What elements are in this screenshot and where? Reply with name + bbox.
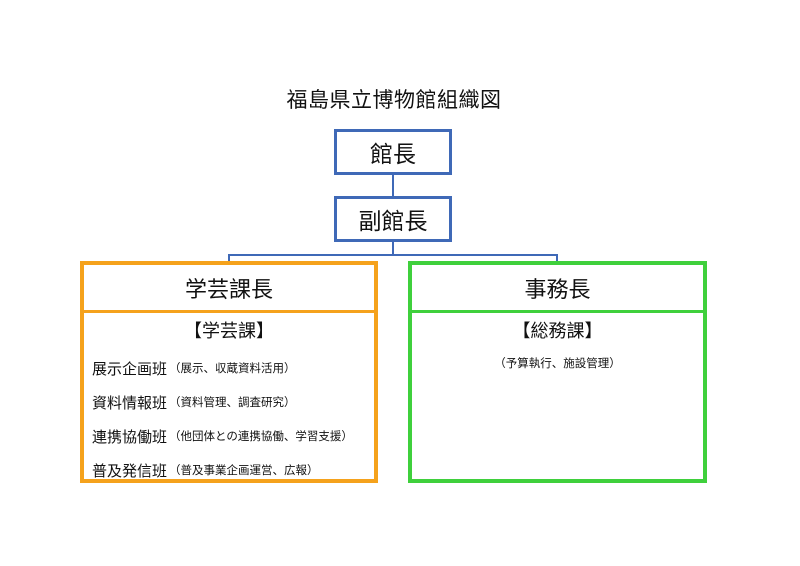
unit-desc: （展示、収蔵資料活用） xyxy=(169,361,296,375)
general-affairs-head-label: 事務長 xyxy=(524,277,591,303)
unit-collaboration: 連携協働班 （他団体との連携協働、学習支援） xyxy=(92,419,374,453)
unit-exhibition-planning: 展示企画班 （展示、収蔵資料活用） xyxy=(92,351,374,385)
curatorial-division: 学芸課長 【学芸課】 展示企画班 （展示、収蔵資料活用） 資料情報班 （資料管理… xyxy=(80,261,378,483)
general-affairs-section-label: 【総務課】 xyxy=(512,321,603,342)
curatorial-section-label: 【学芸課】 xyxy=(184,321,274,342)
unit-material-information: 資料情報班 （資料管理、調査研究） xyxy=(92,385,374,419)
general-affairs-division: 事務長 【総務課】 （予算執行、施設管理） xyxy=(408,261,707,483)
general-affairs-desc: （予算執行、施設管理） xyxy=(494,356,621,370)
director-box: 館長 xyxy=(334,129,452,175)
connector-director-vice xyxy=(392,175,394,196)
unit-name: 連携協働班 xyxy=(92,427,168,446)
curatorial-head: 学芸課長 xyxy=(84,265,374,313)
unit-desc: （他団体との連携協働、学習支援） xyxy=(169,429,353,443)
curatorial-head-label: 学芸課長 xyxy=(184,277,273,303)
connector-vice-branch xyxy=(392,242,394,255)
unit-desc: （普及事業企画運営、広報） xyxy=(169,463,319,477)
unit-name: 資料情報班 xyxy=(92,393,168,412)
general-affairs-head: 事務長 xyxy=(412,265,703,313)
connector-to-curatorial xyxy=(228,254,230,262)
vice-director-label: 副館長 xyxy=(358,209,428,235)
unit-desc: （資料管理、調査研究） xyxy=(169,395,296,409)
connector-horizontal xyxy=(228,254,558,256)
chart-title: 福島県立博物館組織図 xyxy=(286,88,502,112)
curatorial-unit-list: 展示企画班 （展示、収蔵資料活用） 資料情報班 （資料管理、調査研究） 連携協働… xyxy=(92,351,374,487)
vice-director-box: 副館長 xyxy=(334,196,452,242)
unit-outreach: 普及発信班 （普及事業企画運営、広報） xyxy=(92,453,374,487)
unit-name: 展示企画班 xyxy=(92,359,168,378)
director-label: 館長 xyxy=(370,142,416,168)
unit-name: 普及発信班 xyxy=(92,461,168,480)
connector-to-general xyxy=(556,254,558,262)
